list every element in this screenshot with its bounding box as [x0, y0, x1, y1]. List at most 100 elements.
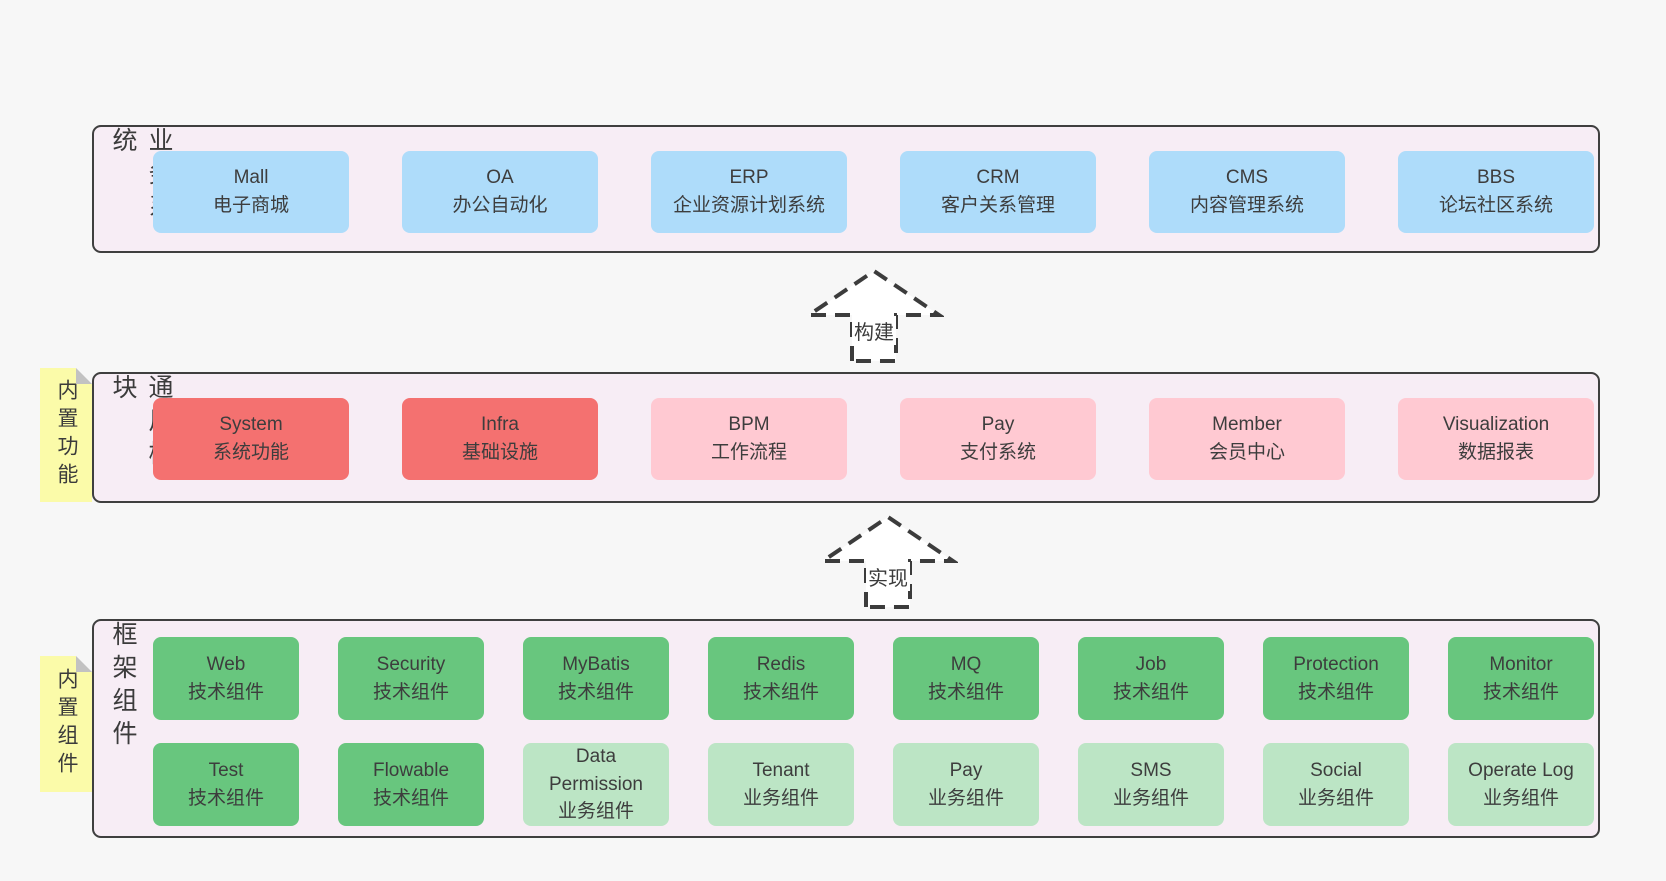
arrow-build: 构建	[804, 268, 944, 364]
box-subtitle: 内容管理系统	[1189, 195, 1304, 216]
box-title: Operate Log	[1468, 759, 1574, 781]
box-web: Web 技术组件	[153, 637, 299, 720]
box-subtitle: 企业资源计划系统	[672, 195, 825, 216]
box-crm: CRM 客户关系管理	[900, 151, 1096, 233]
box-bbs: BBS 论坛社区系统	[1398, 151, 1594, 233]
box-title: MyBatis	[562, 653, 630, 675]
box-title: Protection	[1293, 653, 1379, 675]
box-subtitle: 技术组件	[1297, 681, 1374, 703]
box-operate-log: Operate Log 业务组件	[1448, 743, 1594, 826]
box-oa: OA 办公自动化	[402, 151, 598, 233]
box-subtitle: 技术组件	[187, 681, 264, 703]
arrow-label: 实现	[866, 562, 910, 591]
box-bpm: BPM 工作流程	[651, 398, 847, 480]
box-subtitle: 办公自动化	[452, 195, 548, 216]
box-title: Job	[1135, 653, 1167, 675]
box-member: Member 会员中心	[1149, 398, 1345, 480]
box-redis: Redis 技术组件	[708, 637, 854, 720]
box-subtitle: 业务组件	[1482, 787, 1559, 809]
box-row: System 系统功能 Infra 基础设施 BPM 工作流程 Pay 支付系统…	[153, 398, 1594, 480]
box-title: Mall	[233, 167, 269, 189]
box-subtitle: 技术组件	[557, 681, 634, 703]
box-title: Member	[1212, 414, 1282, 436]
box-mybatis: MyBatis 技术组件	[523, 637, 669, 720]
box-row: Web 技术组件 Security 技术组件 MyBatis 技术组件 Redi…	[153, 637, 1594, 720]
box-title: CMS	[1225, 167, 1269, 189]
box-subtitle: 技术组件	[742, 681, 819, 703]
box-row: Mall 电子商城 OA 办公自动化 ERP 企业资源计划系统 CRM 客户关系…	[153, 151, 1594, 233]
box-subtitle: 业务组件	[742, 787, 819, 809]
box-mall: Mall 电子商城	[153, 151, 349, 233]
box-data-permission: Data Permission 业务组件	[523, 743, 669, 826]
box-subtitle: 业务组件	[1112, 787, 1189, 809]
box-title: Security	[376, 653, 446, 675]
box-flowable: Flowable 技术组件	[338, 743, 484, 826]
box-tenant: Tenant 业务组件	[708, 743, 854, 826]
box-title: CRM	[976, 167, 1020, 189]
box-title: Social	[1310, 759, 1362, 781]
box-title: SMS	[1130, 759, 1172, 781]
box-infra: Infra 基础设施	[402, 398, 598, 480]
box-subtitle: 技术组件	[372, 787, 449, 809]
arrow-label: 构建	[852, 316, 896, 345]
arrow-implement: 实现	[818, 514, 958, 610]
box-row: Test 技术组件 Flowable 技术组件 Data Permission …	[153, 743, 1594, 826]
box-subtitle: 业务组件	[927, 787, 1004, 809]
box-subtitle: 数据报表	[1457, 442, 1534, 463]
box-pay-component: Pay 业务组件	[893, 743, 1039, 826]
box-protection: Protection 技术组件	[1263, 637, 1409, 720]
box-title: Monitor	[1489, 653, 1553, 675]
box-title: System	[219, 414, 283, 436]
box-pay-module: Pay 支付系统	[900, 398, 1096, 480]
box-security: Security 技术组件	[338, 637, 484, 720]
box-title: Infra	[480, 414, 520, 436]
box-title: Pay	[981, 414, 1015, 436]
band-business-systems: 业务系统 Mall 电子商城 OA 办公自动化 ERP 企业资源计划系统 CRM…	[92, 125, 1600, 253]
box-title: Redis	[756, 653, 806, 675]
band-common-modules: 通用模块 System 系统功能 Infra 基础设施 BPM 工作流程 Pay…	[92, 372, 1600, 503]
sticky-note-builtin-features: 内置功能	[40, 368, 92, 502]
box-system: System 系统功能	[153, 398, 349, 480]
box-subtitle: 论坛社区系统	[1438, 195, 1553, 216]
sticky-note-text: 内置组件	[55, 668, 78, 780]
box-erp: ERP 企业资源计划系统	[651, 151, 847, 233]
box-subtitle: 技术组件	[1112, 681, 1189, 703]
box-subtitle: 技术组件	[187, 787, 264, 809]
box-subtitle: 技术组件	[372, 681, 449, 703]
box-visualization: Visualization 数据报表	[1398, 398, 1594, 480]
box-title: Data Permission	[549, 746, 643, 795]
band-framework-components: 框架组件 Web 技术组件 Security 技术组件 MyBatis 技术组件…	[92, 619, 1600, 838]
box-cms: CMS 内容管理系统	[1149, 151, 1345, 233]
box-title: BBS	[1476, 167, 1516, 189]
box-title: OA	[486, 167, 514, 189]
box-subtitle: 技术组件	[927, 681, 1004, 703]
box-subtitle: 业务组件	[557, 801, 634, 823]
box-title: BPM	[728, 414, 770, 436]
box-job: Job 技术组件	[1078, 637, 1224, 720]
box-title: MQ	[950, 653, 982, 675]
box-subtitle: 技术组件	[1482, 681, 1559, 703]
box-title: ERP	[729, 167, 769, 189]
sticky-note-builtin-components: 内置组件	[40, 656, 92, 792]
box-title: Web	[206, 653, 246, 675]
box-subtitle: 支付系统	[959, 442, 1036, 463]
box-title: Visualization	[1442, 414, 1550, 436]
box-sms: SMS 业务组件	[1078, 743, 1224, 826]
box-subtitle: 工作流程	[710, 442, 787, 463]
box-monitor: Monitor 技术组件	[1448, 637, 1594, 720]
folded-corner-icon	[76, 656, 92, 672]
box-subtitle: 系统功能	[212, 442, 289, 463]
box-mq: MQ 技术组件	[893, 637, 1039, 720]
box-subtitle: 电子商城	[212, 195, 289, 216]
folded-corner-icon	[76, 368, 92, 384]
box-subtitle: 会员中心	[1208, 442, 1285, 463]
box-social: Social 业务组件	[1263, 743, 1409, 826]
box-title: Flowable	[372, 759, 450, 781]
box-subtitle: 基础设施	[461, 442, 538, 463]
box-title: Test	[208, 759, 244, 781]
sticky-note-text: 内置功能	[55, 379, 78, 491]
box-subtitle: 客户关系管理	[940, 195, 1055, 216]
box-title: Pay	[949, 759, 983, 781]
box-title: Tenant	[752, 759, 810, 781]
